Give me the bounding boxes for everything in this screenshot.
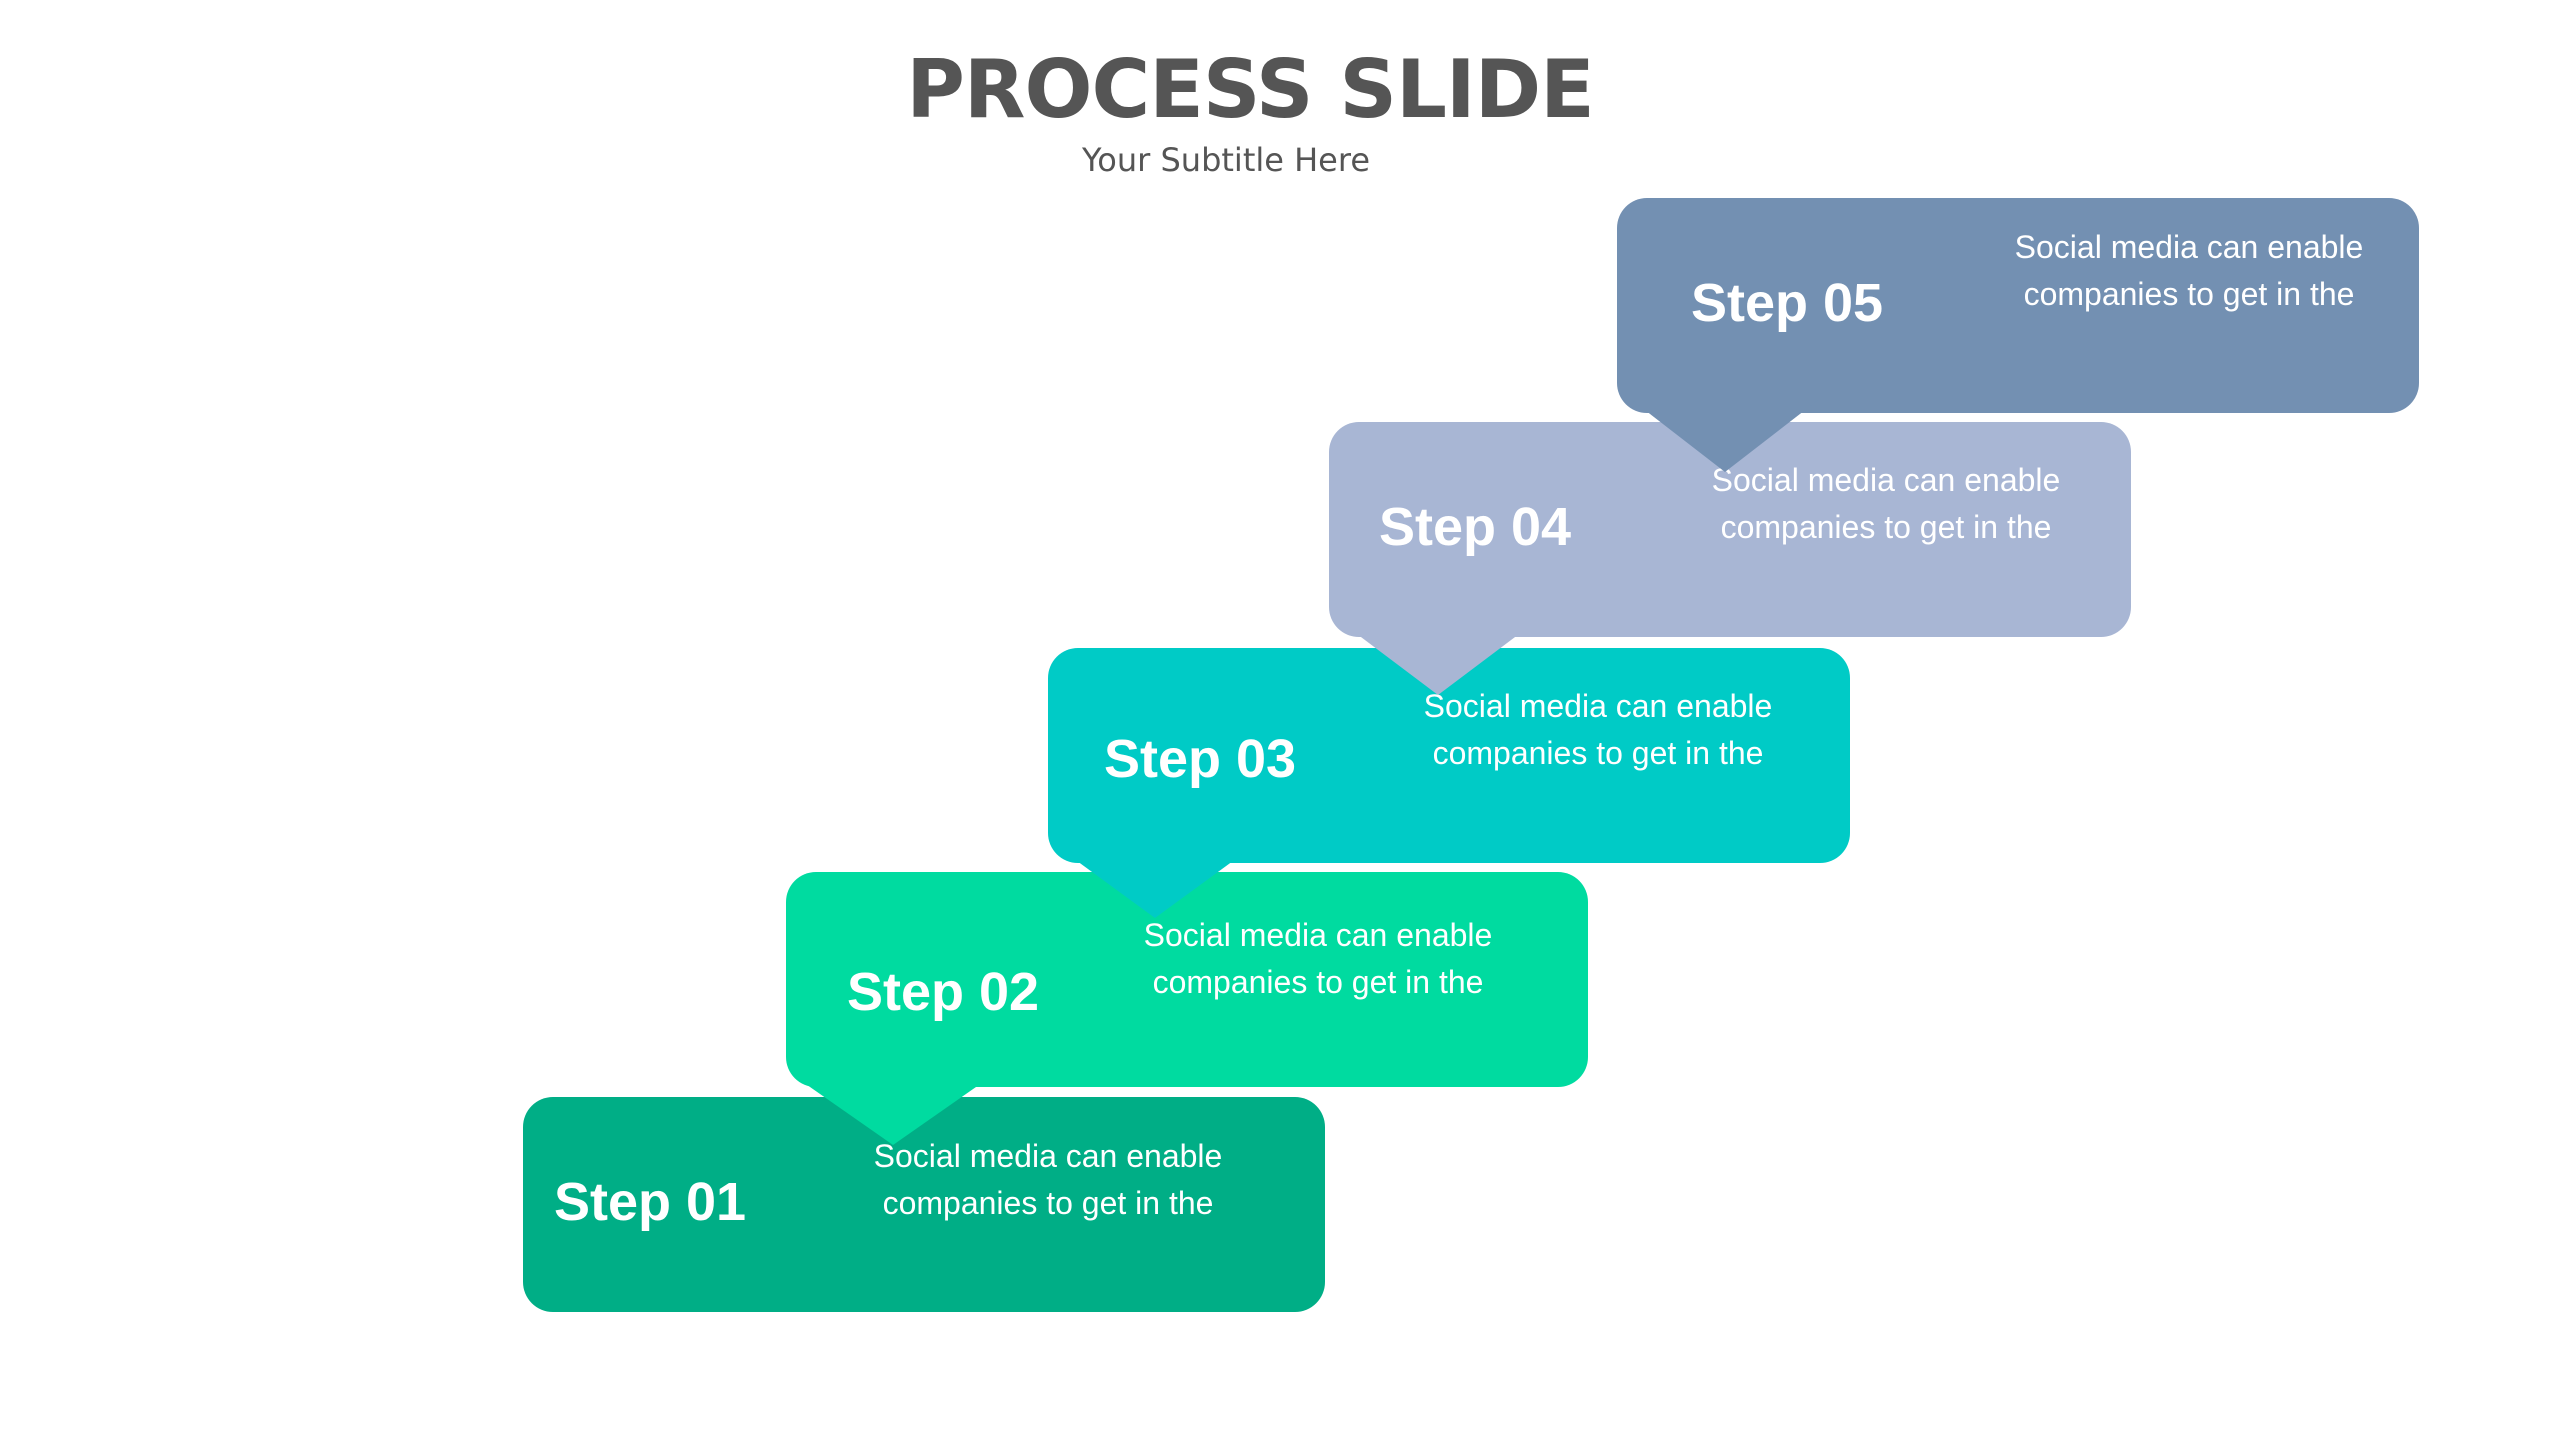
step-03-box: Step 03 Social media can enable companie… xyxy=(1048,648,1850,863)
step-02-text: Social media can enable companies to get… xyxy=(1143,917,1493,1000)
step-02-box: Step 02 Social media can enable companie… xyxy=(786,872,1588,1087)
step-01-box: Step 01 Social media can enable companie… xyxy=(523,1097,1325,1312)
step-04-box: Step 04 Social media can enable companie… xyxy=(1329,422,2131,637)
slide-subtitle: Your Subtitle Here xyxy=(1081,141,1370,179)
step-05-text: Social media can enable companies to get… xyxy=(2014,229,2364,312)
step-05-box: Step 05 Social media can enable companie… xyxy=(1617,198,2419,413)
step-03-label: Step 03 xyxy=(1104,729,1297,789)
step-03-text: Social media can enable companies to get… xyxy=(1423,688,1773,771)
step-05-label: Step 05 xyxy=(1691,273,1884,333)
step-01-label: Step 01 xyxy=(554,1172,747,1232)
step-04-text: Social media can enable companies to get… xyxy=(1711,462,2061,545)
step-04-label: Step 04 xyxy=(1379,497,1572,557)
step-01-text: Social media can enable companies to get… xyxy=(873,1138,1223,1221)
slide-title: PROCESS SLIDE xyxy=(906,43,1595,136)
step-02-label: Step 02 xyxy=(847,962,1040,1022)
